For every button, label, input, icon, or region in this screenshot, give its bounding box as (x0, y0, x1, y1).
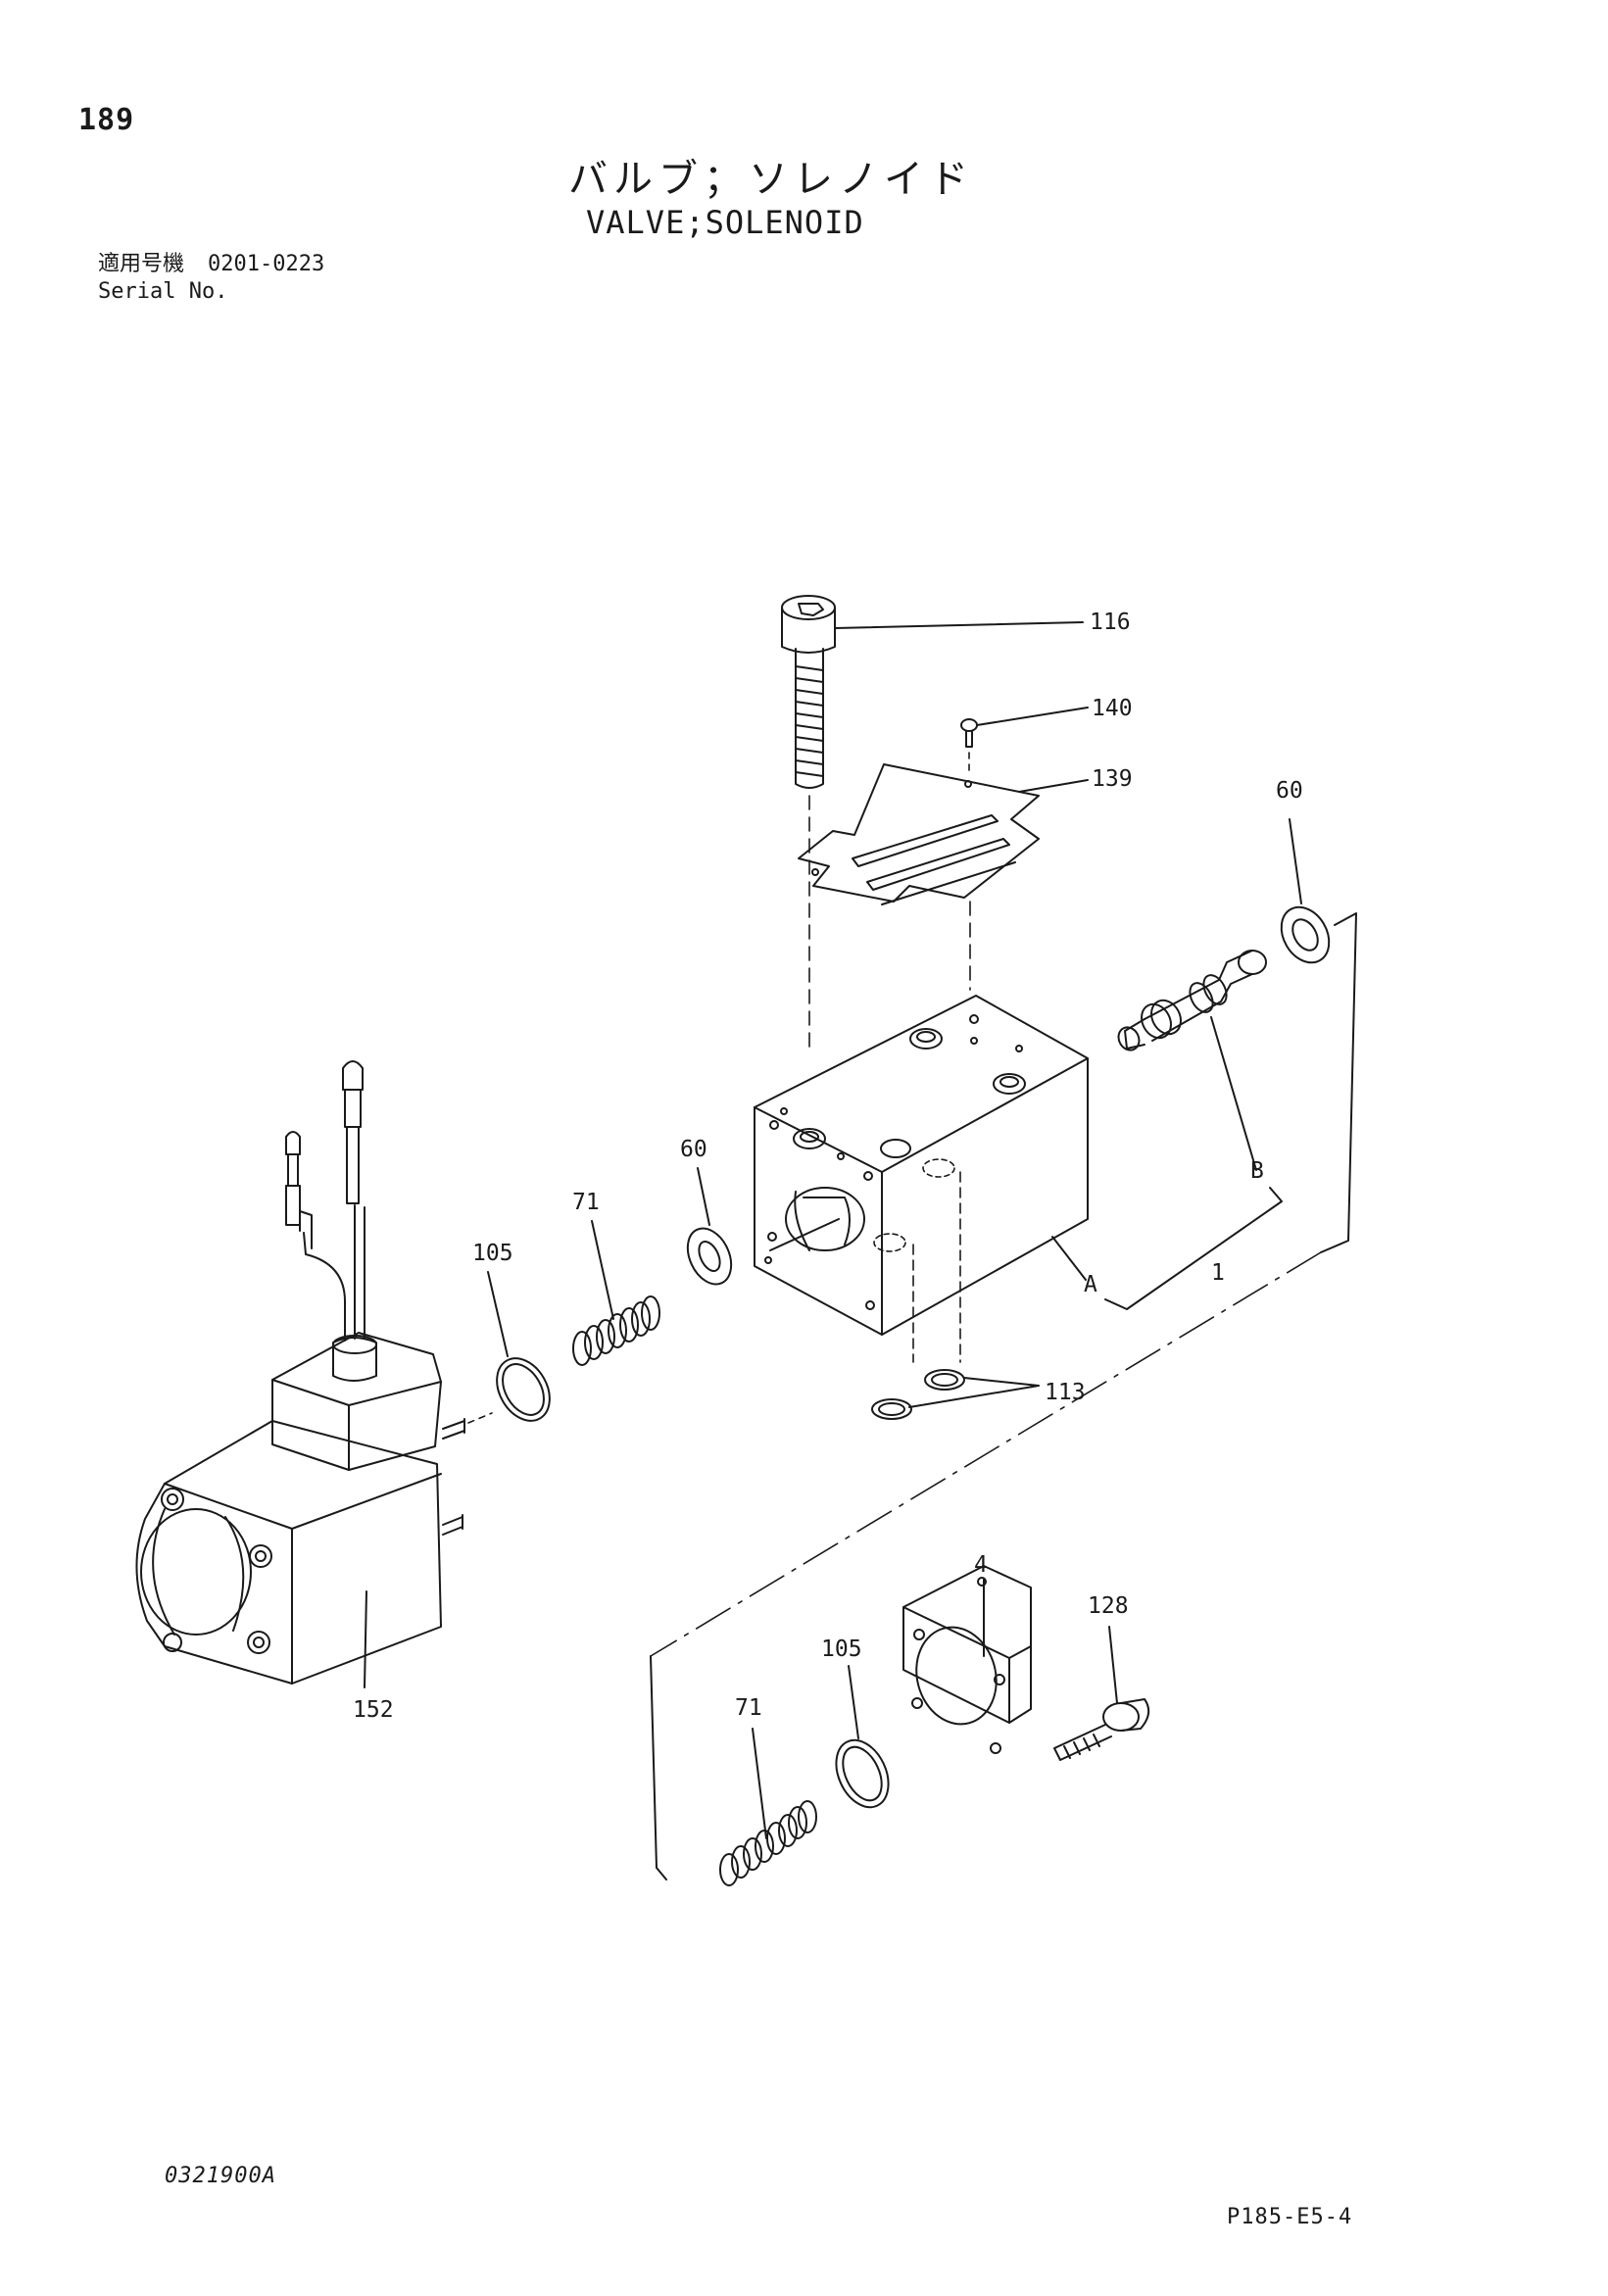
cover-4 (902, 1565, 1032, 1754)
leader-128 (1108, 1626, 1118, 1704)
callout-105-bottom: 105 (821, 1637, 862, 1662)
o-rings-113 (871, 1369, 965, 1420)
leader-71-bottom (752, 1728, 767, 1839)
serial-value: 0201-0223 (208, 252, 325, 276)
callout-60-right: 60 (1276, 778, 1303, 804)
nameplate-139 (798, 763, 1040, 905)
serial-label-japanese: 適用号機 (98, 252, 185, 276)
spool-cartridge (1117, 950, 1267, 1051)
callout-71-bottom: 71 (735, 1695, 762, 1721)
page-number: 189 (78, 103, 135, 137)
callout-105-top: 105 (472, 1241, 513, 1266)
page-reference: P185-E5-4 (1227, 2205, 1353, 2229)
callout-116: 116 (1090, 610, 1131, 635)
socket-bolt-116 (781, 595, 836, 789)
leader-139 (1018, 779, 1089, 793)
screw-140 (960, 718, 978, 748)
leader-105-top (487, 1271, 509, 1357)
bolt-128 (1053, 1698, 1150, 1761)
leader-71-top (591, 1220, 614, 1320)
leader-60-right (1289, 818, 1302, 904)
callout-152: 152 (353, 1697, 394, 1723)
callout-71-top: 71 (572, 1190, 600, 1215)
washer-60-left (686, 1227, 733, 1286)
serial-label-english: Serial No. (98, 279, 228, 304)
washer-60-right (1280, 905, 1331, 964)
leader-113 (908, 1377, 1040, 1408)
bracket-1 (1104, 1187, 1283, 1310)
callout-113: 113 (1045, 1380, 1086, 1405)
spring-71-top (572, 1295, 660, 1366)
o-ring-105-bottom (835, 1738, 890, 1809)
leader-152 (364, 1590, 367, 1688)
title-english: VALVE;SOLENOID (586, 204, 864, 241)
drawing-code: 0321900A (165, 2164, 276, 2188)
leader-B (1210, 1016, 1257, 1171)
callout-A: A (1084, 1272, 1097, 1297)
callout-60-left: 60 (680, 1137, 707, 1162)
callout-128: 128 (1088, 1593, 1129, 1619)
solenoid-152 (135, 1060, 465, 1685)
leader-116 (834, 621, 1084, 629)
serial-block: 適用号機 0201-0223 Serial No. (98, 251, 324, 306)
callout-140: 140 (1092, 696, 1133, 721)
leader-105-bottom (848, 1665, 859, 1739)
title-japanese: バルブ；ソレノイド (568, 157, 974, 202)
leader-60-left (697, 1167, 710, 1226)
callout-1: 1 (1211, 1260, 1225, 1286)
leader-140 (976, 707, 1089, 726)
o-ring-105-top (496, 1357, 551, 1422)
leader-A (1051, 1236, 1087, 1281)
callout-139: 139 (1092, 766, 1133, 792)
spring-71-bottom (719, 1800, 817, 1886)
valve-body (754, 995, 1089, 1336)
callout-B: B (1250, 1158, 1264, 1184)
callout-4: 4 (974, 1552, 988, 1578)
